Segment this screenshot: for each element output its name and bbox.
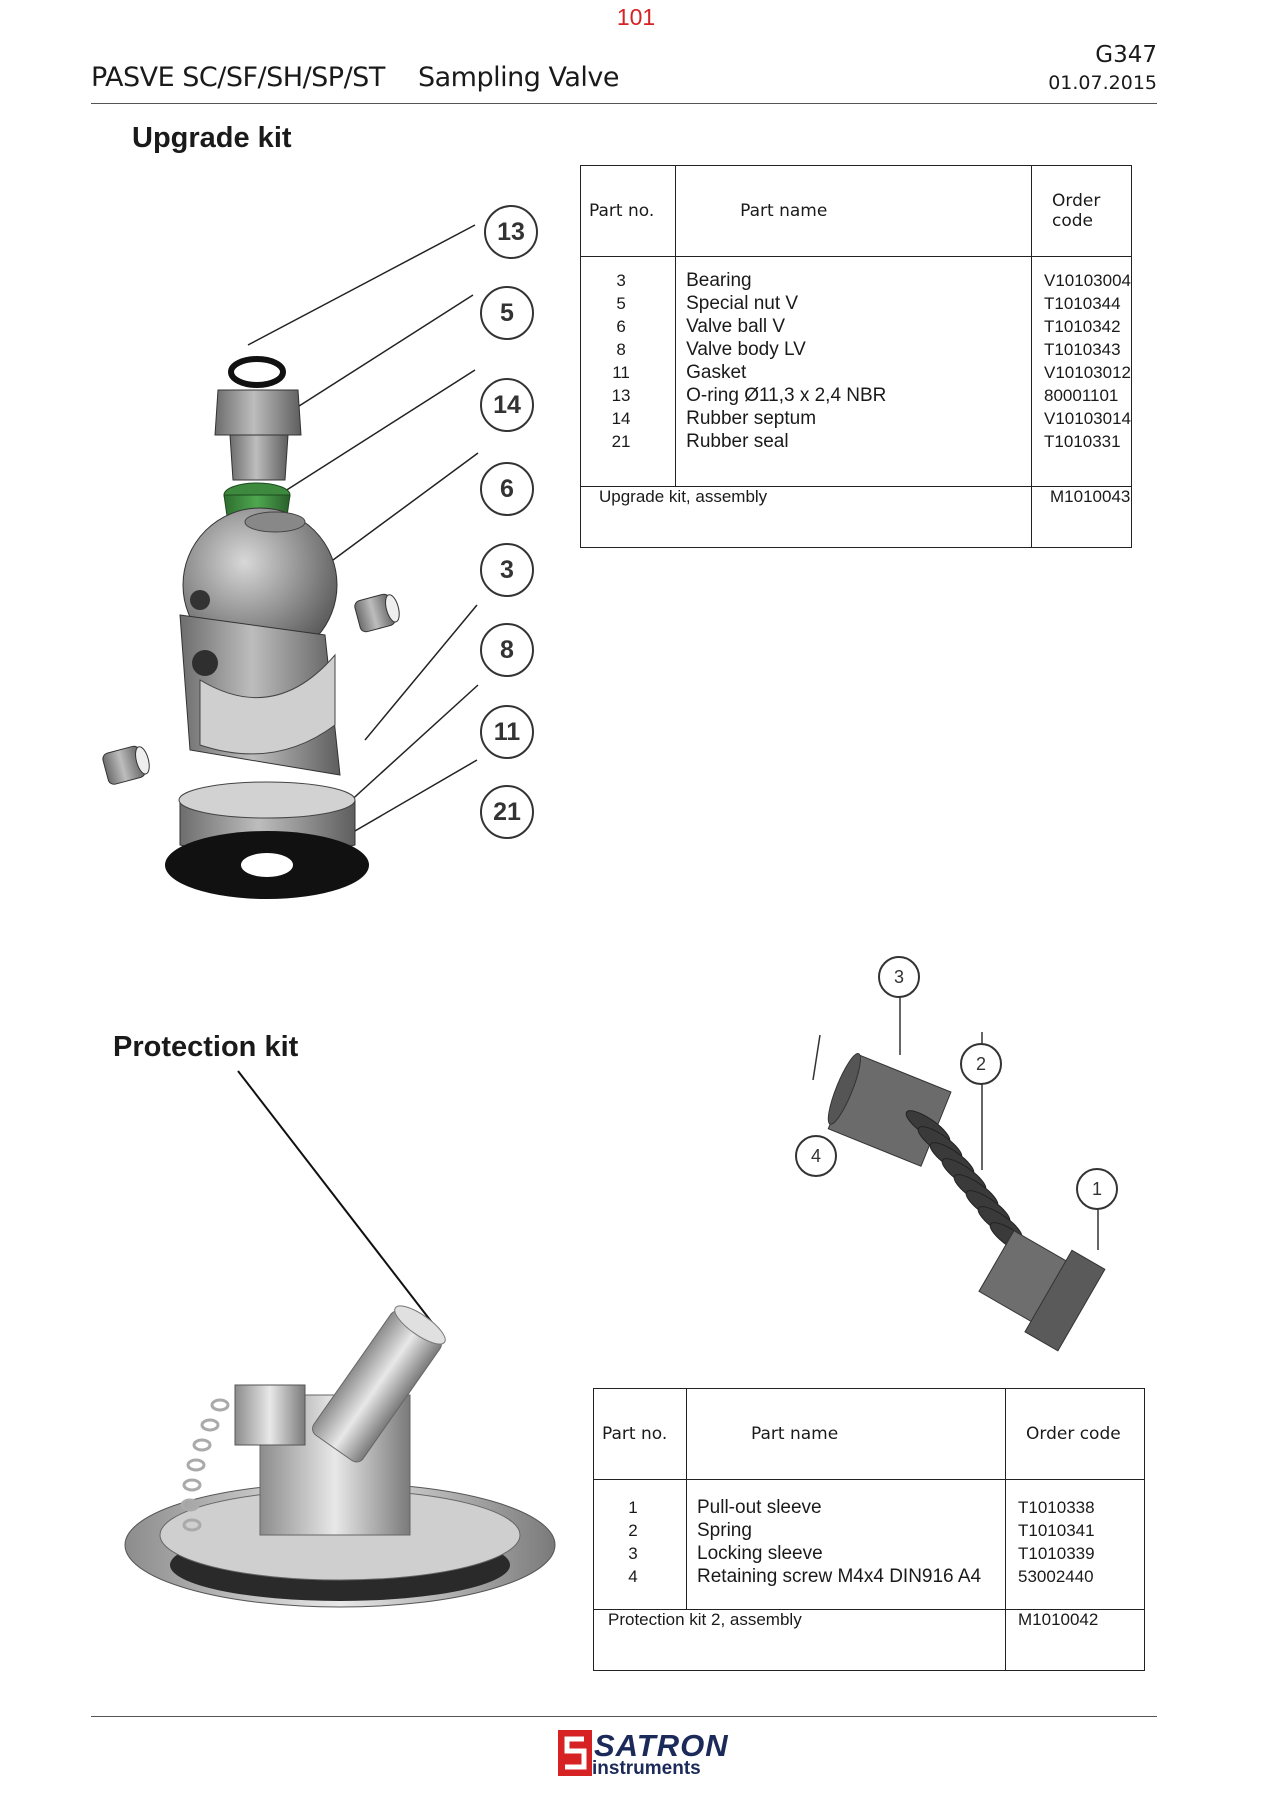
row-part-no: 21 [611, 432, 631, 451]
page-number: 101 [616, 4, 656, 30]
callout-protection-2: 2 [960, 1043, 1002, 1085]
row-part-name: Gasket [686, 362, 747, 383]
logo-brand-text: SATRON [594, 1728, 729, 1763]
protection-kit-heading: Protection kit [113, 1031, 299, 1063]
row-part-name: Valve ball V [686, 316, 786, 337]
assembly-label: Protection kit 2, assembly [593, 1609, 1006, 1671]
row-part-no: 11 [612, 363, 630, 382]
row-order-code: T1010338 [1018, 1498, 1095, 1517]
logo-subtext: instruments [592, 1758, 701, 1779]
callout-5: 5 [480, 286, 534, 340]
row-part-no: 2 [628, 1521, 638, 1540]
row-order-code: T1010344 [1044, 294, 1121, 313]
column-header-order-code: Order code [1005, 1388, 1145, 1480]
callout-21: 21 [480, 785, 534, 839]
row-part-name: Pull-out sleeve [697, 1497, 822, 1518]
row-part-name: O-ring Ø11,3 x 2,4 NBR [686, 385, 887, 406]
row-order-code: T1010342 [1044, 317, 1121, 336]
row-order-code: T1010331 [1044, 432, 1121, 451]
row-part-no: 6 [616, 317, 626, 336]
row-order-code: T1010343 [1044, 340, 1121, 359]
row-part-name: Special nut V [686, 293, 799, 314]
row-part-name: Rubber septum [686, 408, 817, 429]
satron-logo-mark-icon [558, 1730, 592, 1776]
row-order-code: T1010341 [1018, 1521, 1095, 1540]
callout-3: 3 [480, 543, 534, 597]
header-rule [91, 103, 1157, 104]
document-subtitle: Sampling Valve [418, 62, 619, 93]
document-title: PASVE SC/SF/SH/SP/ST [91, 62, 385, 93]
row-part-name: Rubber seal [686, 431, 789, 452]
protection-kit-product-photo [124, 1070, 556, 1608]
assembly-order-code: M1010043 [1031, 486, 1132, 548]
row-order-code: V10103014 [1044, 409, 1131, 428]
footer-rule [91, 1716, 1157, 1717]
column-header-part-no: Part no. [579, 165, 677, 257]
row-part-name: Spring [697, 1520, 752, 1541]
row-order-code: 80001101 [1044, 386, 1119, 405]
row-part-no: 5 [616, 294, 626, 313]
row-part-no: 13 [611, 386, 631, 405]
row-part-name: Locking sleeve [697, 1543, 823, 1564]
callout-protection-1: 1 [1076, 1168, 1118, 1210]
row-part-name: Retaining screw M4x4 DIN916 A4 [697, 1566, 982, 1587]
row-part-no: 3 [628, 1544, 638, 1563]
protection-kit-exploded-drawing [812, 997, 1106, 1352]
callout-protection-3: 3 [878, 956, 920, 998]
row-part-no: 4 [628, 1567, 638, 1586]
upgrade-kit-heading: Upgrade kit [132, 122, 292, 154]
callout-11: 11 [480, 705, 534, 759]
document-code: G347 [1095, 42, 1157, 68]
column-header-part-name: Part name [686, 1388, 1006, 1480]
row-order-code: 53002440 [1018, 1567, 1094, 1586]
row-part-no: 1 [628, 1498, 638, 1517]
callout-13: 13 [484, 205, 538, 259]
row-part-no: 14 [611, 409, 631, 428]
row-part-name: Valve body LV [686, 339, 806, 360]
callout-14: 14 [480, 378, 534, 432]
column-header-part-name: Part name [675, 165, 1033, 257]
callout-protection-4: 4 [795, 1135, 837, 1177]
row-order-code: V10103012 [1044, 363, 1131, 382]
row-part-name: Bearing [686, 270, 752, 291]
callout-8: 8 [480, 623, 534, 677]
column-header-part-no: Part no. [593, 1388, 687, 1480]
satron-logo: SATRON instruments [558, 1728, 728, 1780]
assembly-order-code: M1010042 [1005, 1609, 1145, 1671]
row-part-no: 3 [616, 271, 626, 290]
callout-6: 6 [480, 462, 534, 516]
row-order-code: T1010339 [1018, 1544, 1095, 1563]
upgrade-kit-exploded-drawing [102, 224, 479, 899]
assembly-label: Upgrade kit, assembly [579, 486, 1033, 548]
row-order-code: V10103004 [1044, 271, 1131, 290]
document-date: 01.07.2015 [1048, 72, 1157, 94]
upgrade-kit-parts-table: Part no. Part name Order code 3 5 6 8 11… [579, 165, 1132, 548]
column-header-order-code: Order code [1031, 165, 1132, 257]
protection-kit-parts-table: Part no. Part name Order code 1 2 3 4 Pu… [593, 1388, 1145, 1671]
row-part-no: 8 [616, 340, 626, 359]
